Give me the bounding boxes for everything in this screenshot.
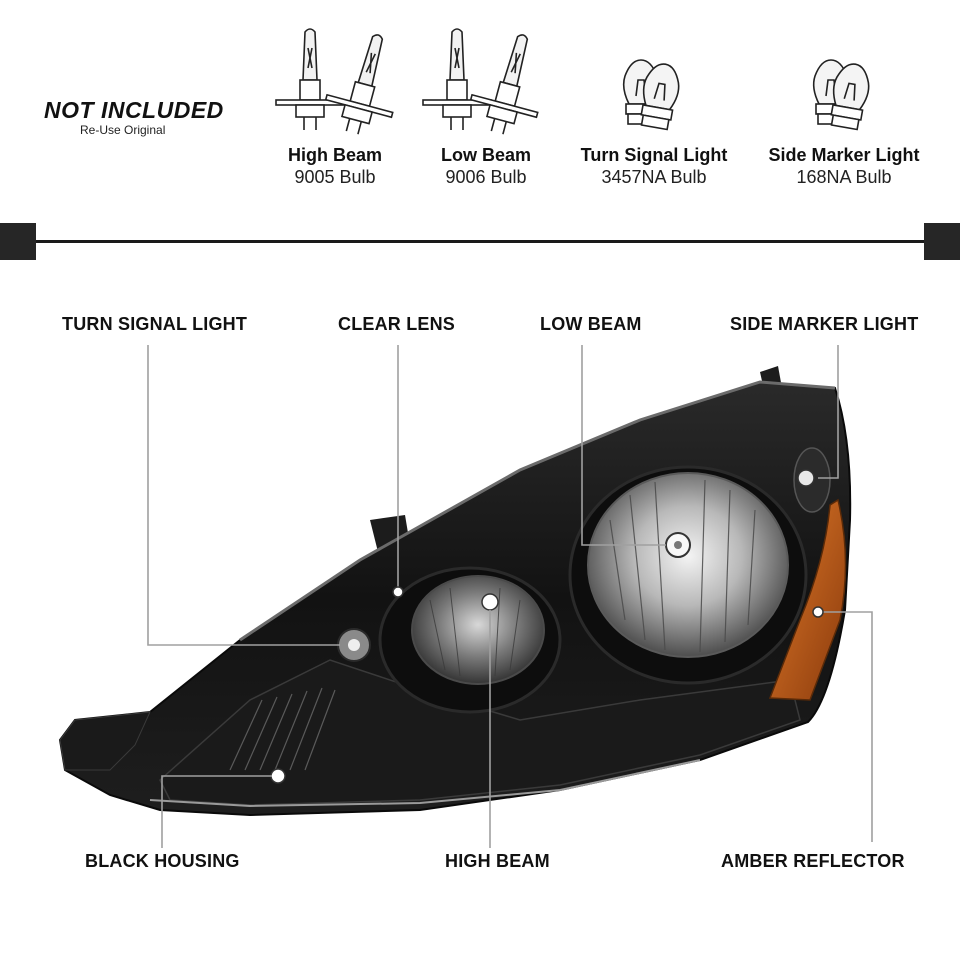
side-marker-bulb — [797, 469, 815, 487]
callout-black-housing: BLACK HOUSING — [85, 851, 240, 871]
high-beam-lens — [411, 575, 545, 685]
bulb-name: Side Marker Light — [768, 145, 920, 165]
bulb-spec: 3457NA Bulb — [601, 167, 707, 187]
wedge-bulb-icon — [559, 22, 749, 142]
separator-line — [36, 240, 924, 243]
bulb-low-beam: Low Beam 9006 Bulb — [391, 22, 581, 188]
callout-lines — [147, 345, 873, 848]
callout-low-beam: LOW BEAM — [540, 314, 642, 334]
callout-side-marker-light: SIDE MARKER LIGHT — [730, 314, 919, 334]
reflector-fins — [229, 687, 336, 771]
callout-turn-signal-light: TURN SIGNAL LIGHT — [62, 314, 248, 334]
bulb-spec: 9006 Bulb — [445, 167, 527, 187]
amber-reflector-shape — [768, 498, 847, 701]
separator-right-block — [924, 223, 960, 260]
wedge-bulb-icon — [749, 22, 939, 142]
callout-high-beam: HIGH BEAM — [445, 851, 550, 871]
separator-left-block — [0, 223, 36, 260]
bulb-turn-signal: Turn Signal Light 3457NA Bulb — [559, 22, 749, 188]
not-included-title: NOT INCLUDED — [44, 97, 224, 123]
reuse-original-note: Re-Use Original — [80, 123, 166, 137]
bulb-high-beam: High Beam 9005 Bulb — [240, 22, 430, 188]
bulb-spec: 168NA Bulb — [796, 167, 892, 187]
callout-clear-lens: CLEAR LENS — [338, 314, 456, 334]
bulb-name: High Beam — [287, 145, 383, 165]
bulb-name: Turn Signal Light — [580, 145, 728, 165]
halogen-bulb-icon — [240, 22, 430, 142]
bulb-side-marker: Side Marker Light 168NA Bulb — [749, 22, 939, 188]
halogen-bulb-icon — [391, 22, 581, 142]
bulb-spec: 9005 Bulb — [294, 167, 376, 187]
bulb-name: Low Beam — [440, 145, 532, 165]
low-beam-lens — [587, 472, 789, 658]
callout-amber-reflector: AMBER REFLECTOR — [721, 851, 905, 871]
